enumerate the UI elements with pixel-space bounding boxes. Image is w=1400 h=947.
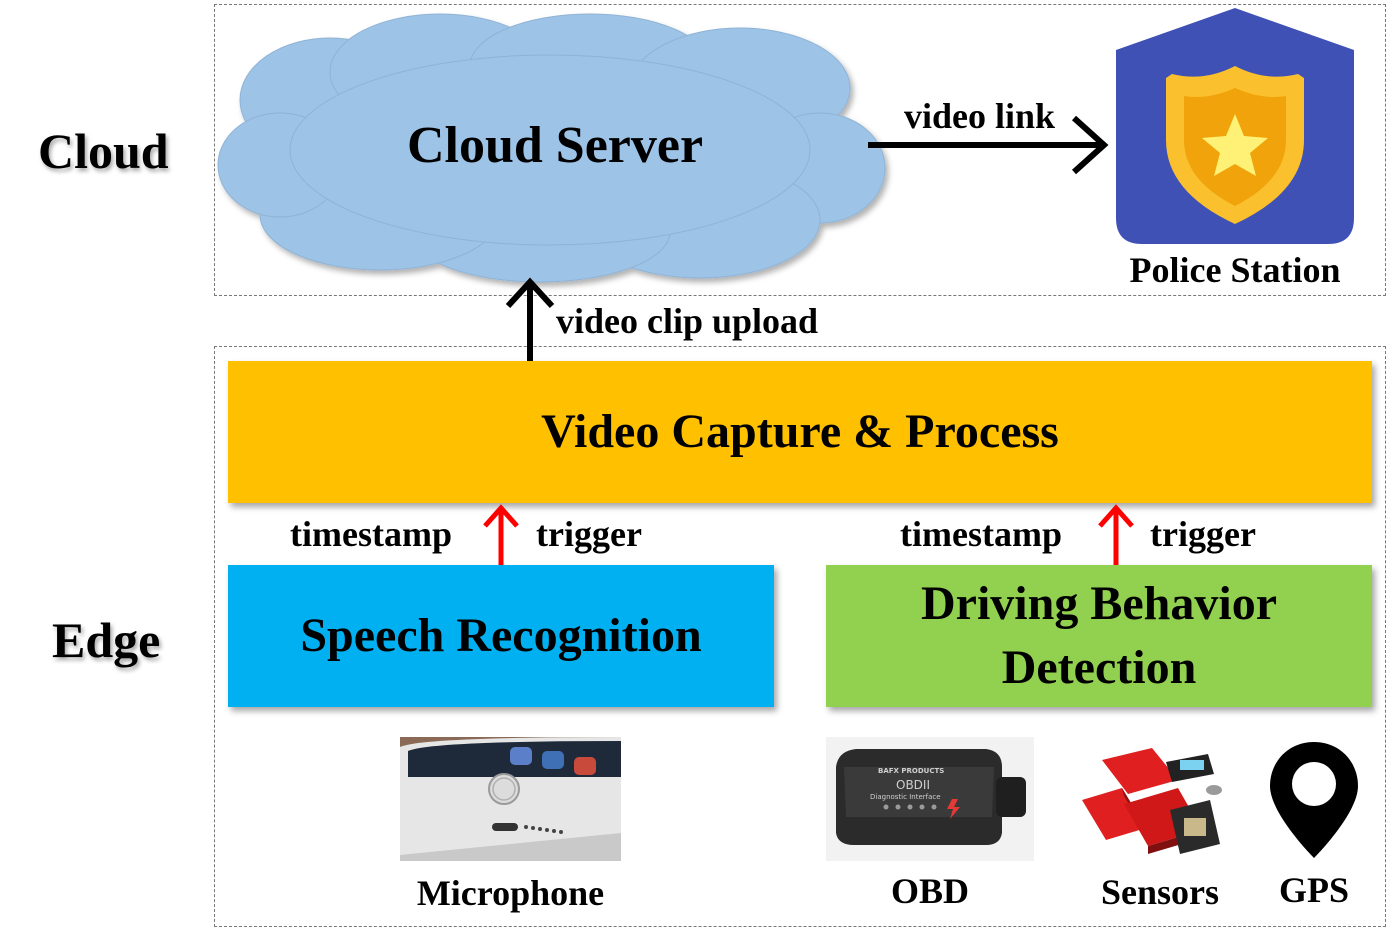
video-capture-process-block: Video Capture & Process	[228, 361, 1372, 503]
gps-pin-icon	[1270, 742, 1358, 858]
driving-behavior-block: Driving Behavior Detection	[826, 565, 1372, 707]
video-clip-upload-label: video clip upload	[556, 301, 819, 341]
sensors-label: Sensors	[1100, 872, 1220, 912]
cloud-container	[214, 4, 1386, 296]
police-station-label: Police Station	[1129, 250, 1341, 290]
obd-brand-text: BAFX PRODUCTS	[878, 767, 944, 775]
obd-label: OBD	[890, 871, 969, 911]
microphone-phone-image	[400, 737, 621, 861]
cloud-server-label: Cloud Server	[406, 117, 704, 174]
driving-behavior-label-line2: Detection	[1001, 641, 1197, 694]
driving-timestamp-label: timestamp	[900, 514, 1062, 554]
speech-trigger-label: trigger	[536, 514, 642, 554]
video-link-label: video link	[904, 96, 1056, 136]
video-capture-process-label: Video Capture & Process	[541, 405, 1059, 458]
obd-device-subtext: Diagnostic Interface	[870, 793, 941, 801]
gps-label: GPS	[1278, 870, 1349, 910]
police-badge-icon	[1116, 8, 1354, 244]
edge-layer-label: Edge	[52, 612, 161, 668]
speech-timestamp-label: timestamp	[290, 514, 452, 554]
speech-recognition-label: Speech Recognition	[300, 609, 702, 662]
driving-behavior-label-line1: Driving Behavior	[921, 577, 1277, 630]
obd-device-image: BAFX PRODUCTS OBDII Diagnostic Interface	[826, 737, 1034, 861]
cloud-layer-label: Cloud	[38, 123, 169, 179]
driving-trigger-label: trigger	[1150, 514, 1256, 554]
speech-recognition-block: Speech Recognition	[228, 565, 774, 707]
microphone-label: Microphone	[416, 873, 605, 913]
sensors-image	[1082, 748, 1222, 854]
obd-device-text: OBDII	[896, 778, 930, 792]
edge-container	[214, 346, 1386, 927]
